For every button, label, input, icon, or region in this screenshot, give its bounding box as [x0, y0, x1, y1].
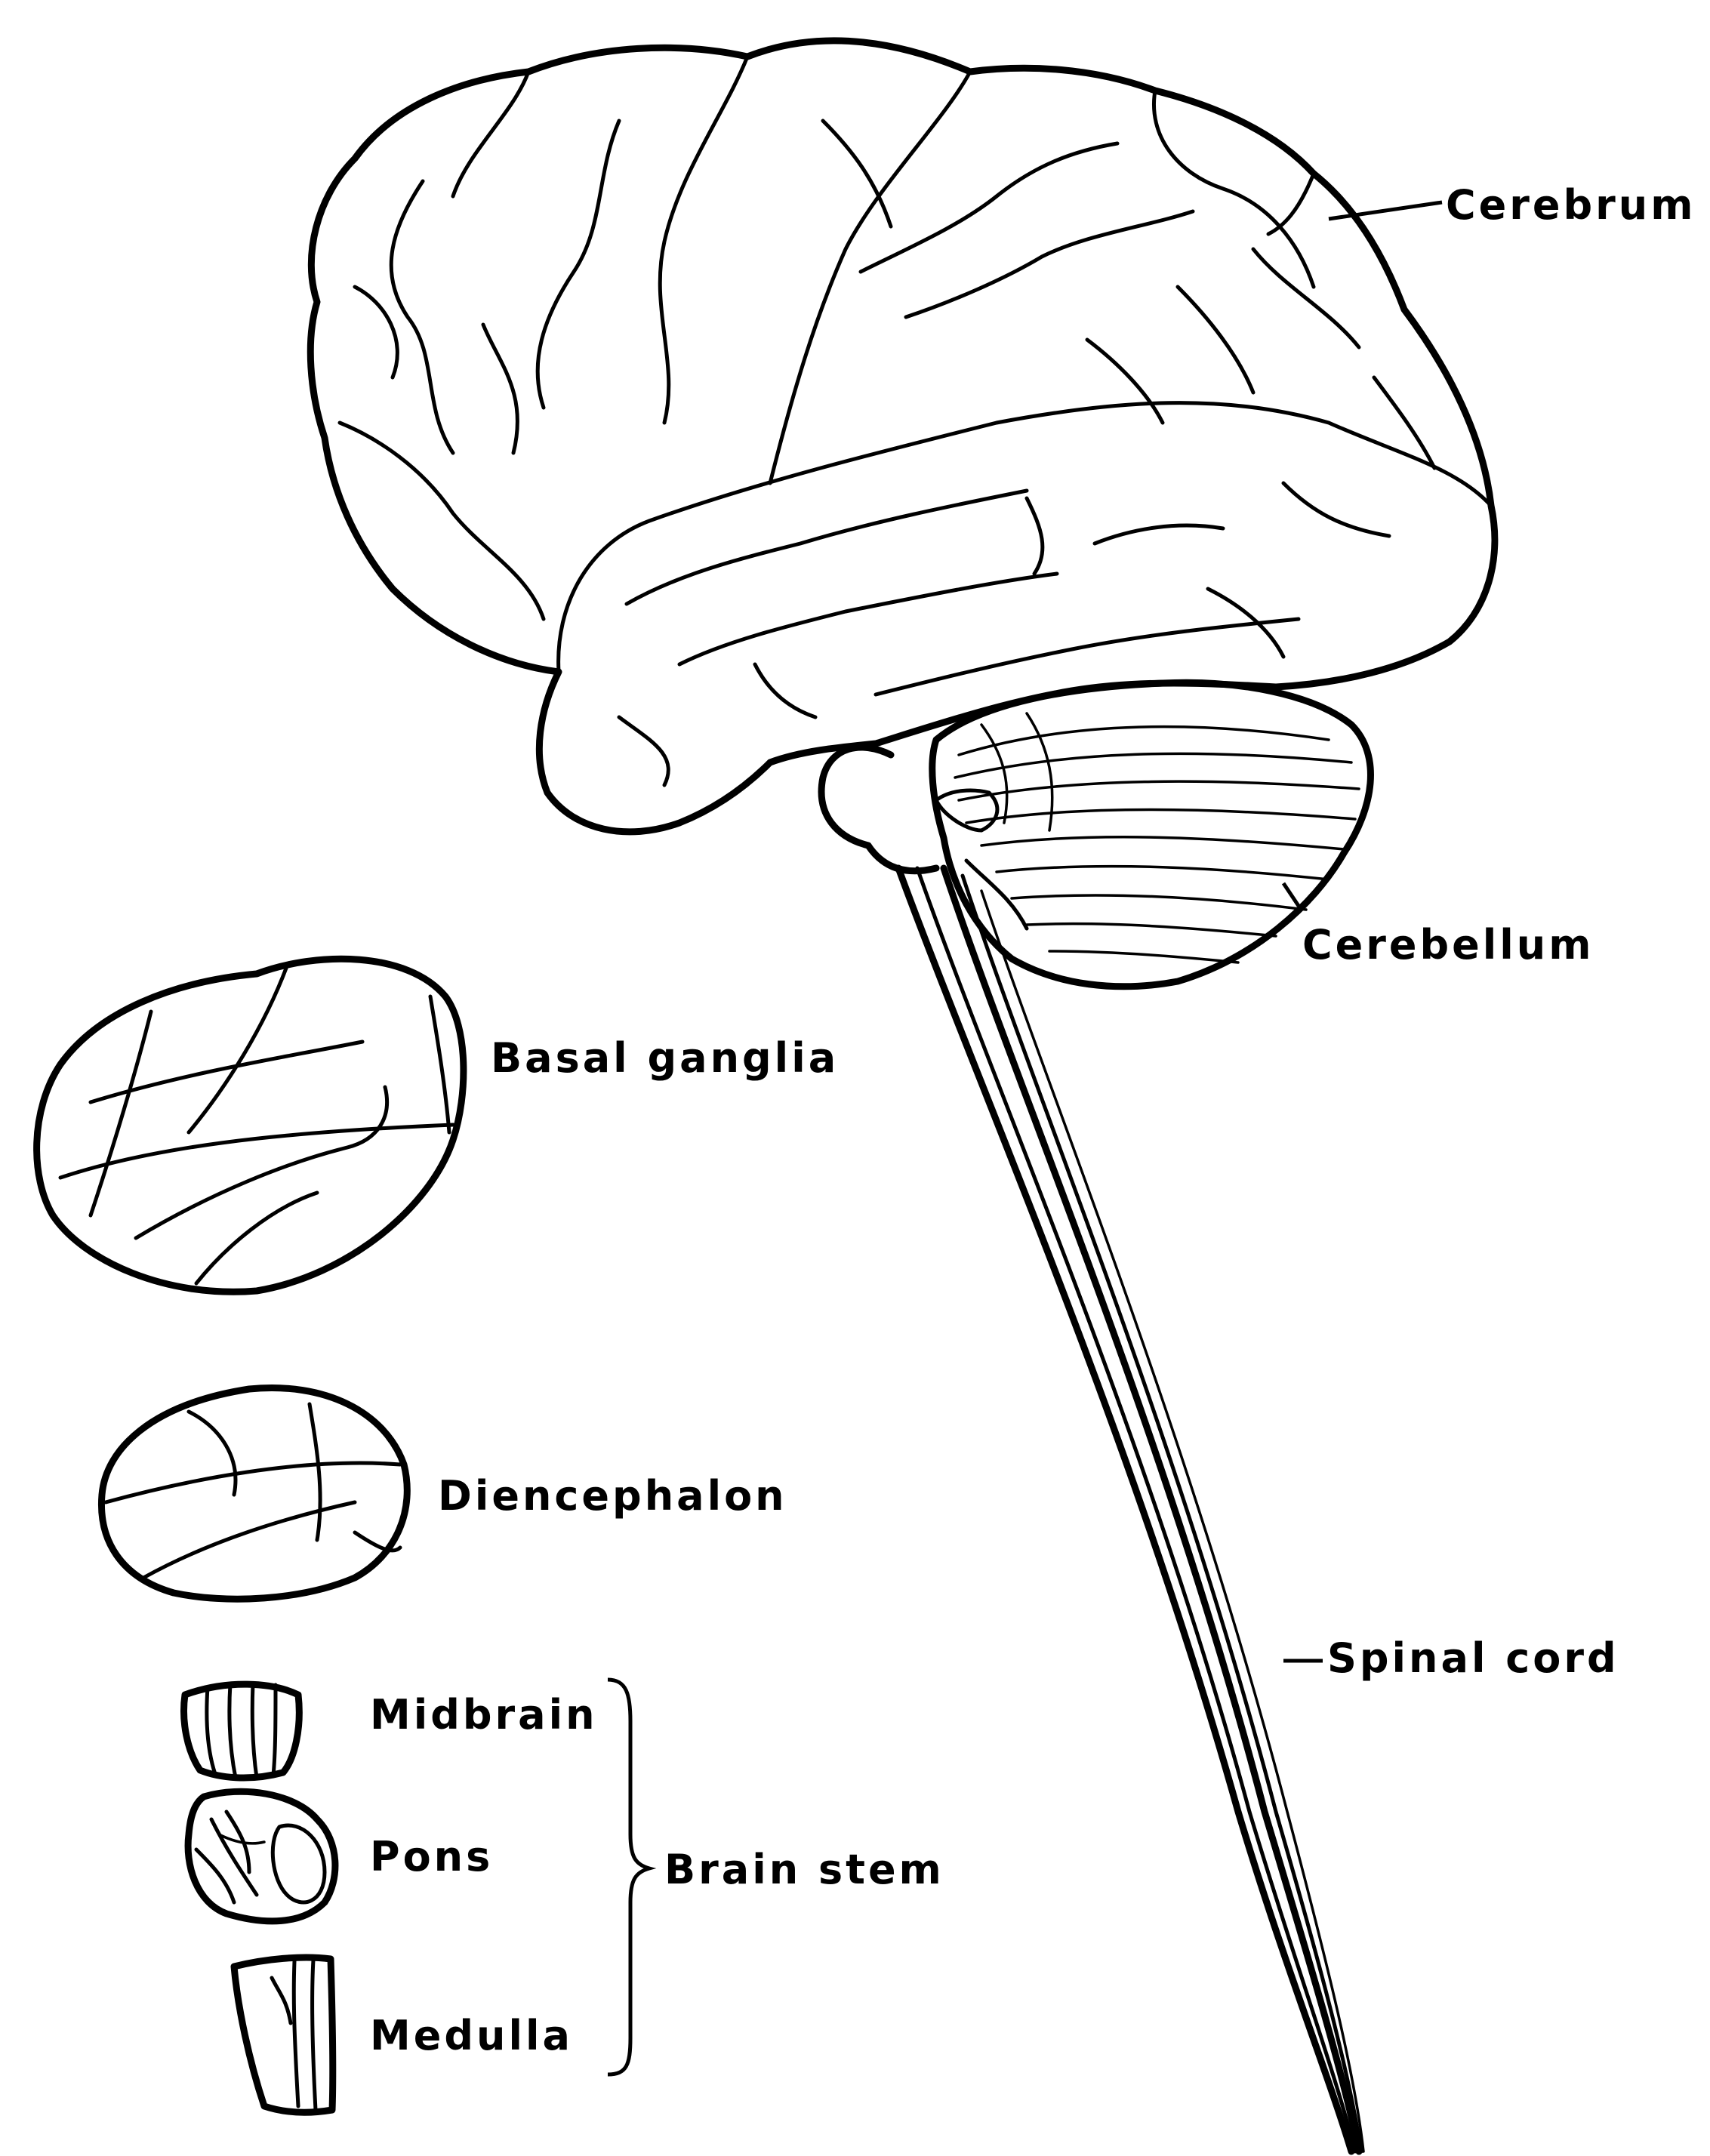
cerebrum-label: Cerebrum	[1446, 181, 1696, 229]
basal-ganglia-drawing	[37, 959, 464, 1292]
diencephalon-label: Diencephalon	[438, 1472, 787, 1520]
brain-stem-label: Brain stem	[664, 1846, 944, 1893]
pons-label: Pons	[370, 1833, 493, 1880]
midbrain-drawing	[184, 1683, 300, 1778]
diencephalon-drawing	[101, 1388, 407, 1599]
medulla-label: Medulla	[370, 2012, 573, 2059]
basal-ganglia-label: Basal ganglia	[491, 1034, 839, 1082]
midbrain-label: Midbrain	[370, 1691, 598, 1739]
cerebrum-drawing	[310, 41, 1495, 832]
brain-stem-brace	[608, 1680, 649, 2074]
spinal-cord-label: Spinal cord	[1327, 1634, 1619, 1682]
medulla-drawing	[234, 1957, 333, 2112]
leader-lines	[608, 202, 1442, 2074]
pons-drawing	[188, 1791, 335, 1921]
brainstem-spinal-cord-drawing	[821, 747, 1363, 2151]
cerebellum-label: Cerebellum	[1302, 921, 1594, 969]
